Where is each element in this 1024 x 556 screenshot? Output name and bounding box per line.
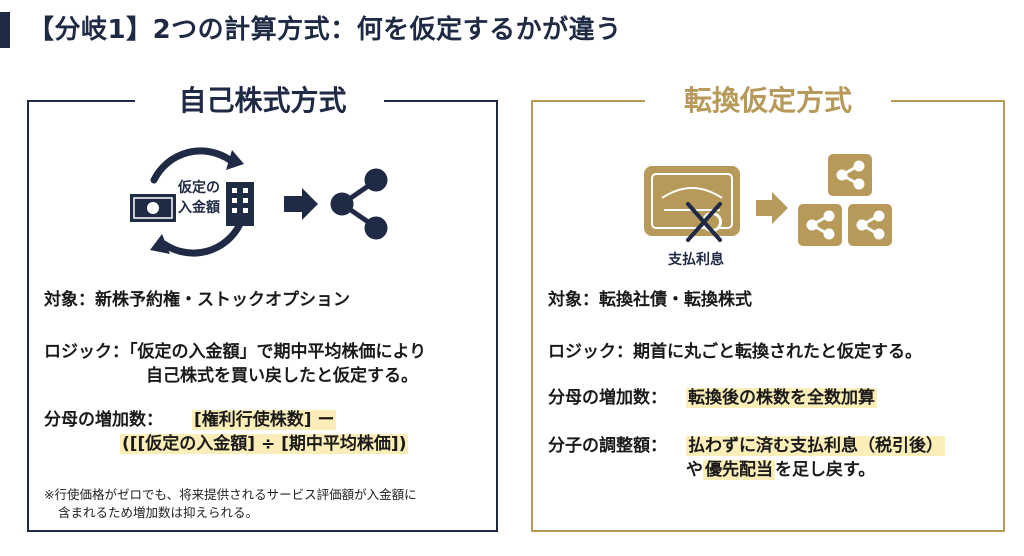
panel-top-border-right <box>891 100 1005 102</box>
left-logic-line-2: 自己株式を買い戻したと仮定する。 <box>146 366 418 386</box>
left-denominator-label: 分母の増加数： <box>44 410 163 430</box>
arrow-right-icon <box>284 188 318 220</box>
share-icon <box>330 168 388 240</box>
right-denominator-value: 転換後の株数を全数加算 <box>686 388 877 408</box>
right-numerator-label: 分子の調整額： <box>548 436 667 456</box>
left-note-line-2: 含まれるため増加数は抑えられる。 <box>58 505 259 520</box>
treasury-stock-icon-group: 仮定の 入金額 <box>130 147 388 257</box>
right-numerator-line-1: 払わずに済む支払利息（税引後） <box>686 436 945 456</box>
conversion-icon-group: 支払利息 <box>644 154 892 268</box>
left-denominator-line-1: [権利行使株数] ー <box>192 410 337 430</box>
right-logic-text: ロジック：期首に丸ごと転換されたと仮定する。 <box>548 342 922 362</box>
conversion-method-panel: 転換仮定方式 <box>531 84 1005 532</box>
certificate-icon <box>644 166 740 236</box>
icon-label-assumed: 仮定の <box>177 179 220 196</box>
panel-title-conversion: 転換仮定方式 <box>683 84 852 117</box>
right-target-text: 対象：転換社債・転換株式 <box>548 290 752 310</box>
cycle-arrows-icon <box>150 147 244 257</box>
share-blocks-icon <box>798 154 892 246</box>
panel-top-border-right <box>384 100 498 102</box>
left-logic-line-1: ロジック：「仮定の入金額」で期中平均株価により <box>44 342 427 362</box>
left-target-text: 対象：新株予約権・ストックオプション <box>44 290 350 310</box>
right-denominator-label: 分母の増加数： <box>548 388 667 408</box>
page-title: 【分岐1】2つの計算方式：何を仮定するかが違う <box>28 15 622 45</box>
right-numerator-line-2: や優先配当を足し戻す。 <box>686 460 876 480</box>
icon-label-deposit: 入金額 <box>178 199 220 216</box>
panel-title-treasury-stock: 自己株式方式 <box>178 84 347 117</box>
header-accent-bar <box>0 12 10 48</box>
left-note-line-1: ※行使価格がゼロでも、将来提供されるサービス評価額が入金額に <box>44 487 417 502</box>
icon-label-interest: 支払利息 <box>667 251 724 268</box>
panel-top-border-left <box>531 100 645 102</box>
arrow-right-icon <box>756 192 788 224</box>
panel-top-border-left <box>27 100 135 102</box>
cross-mark-icon <box>686 202 722 242</box>
treasury-stock-method-panel: 自己株式方式 <box>27 84 498 532</box>
building-icon <box>226 182 254 226</box>
cash-icon <box>130 194 176 222</box>
left-denominator-line-2: ([[仮定の入金額] ÷ [期中平均株価]) <box>120 434 409 454</box>
